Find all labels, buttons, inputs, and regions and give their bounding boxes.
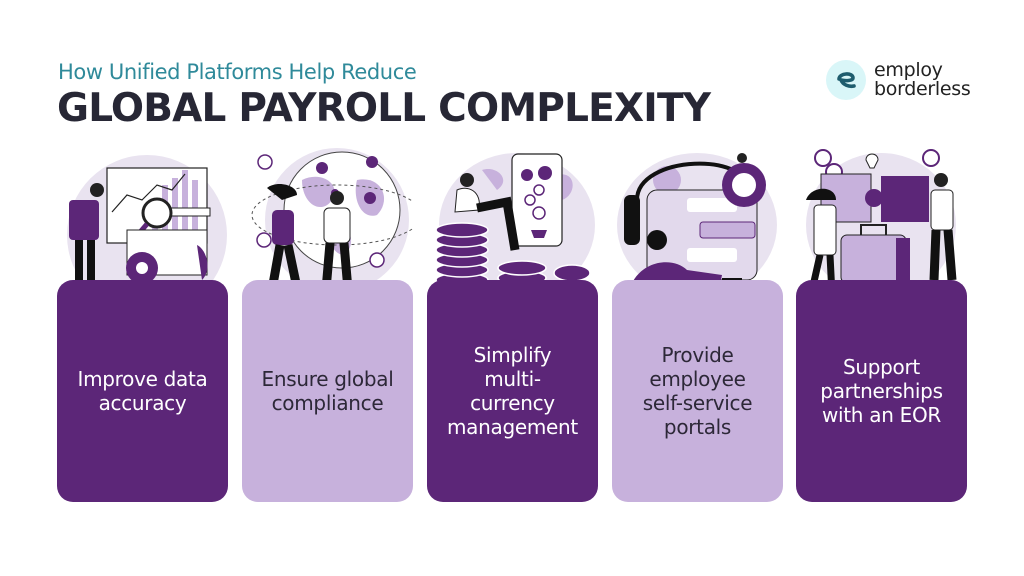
page-title: GLOBAL PAYROLL COMPLEXITY xyxy=(57,86,711,131)
brand-logo: employ borderless xyxy=(826,60,971,100)
analytics-magnifier-illustration xyxy=(67,155,227,300)
subtitle: How Unified Platforms Help Reduce xyxy=(58,60,417,84)
logo-text-borderless: borderless xyxy=(874,78,971,100)
e-letter-icon xyxy=(826,60,866,100)
coins-phone-illustration xyxy=(435,153,595,298)
globe-handshake-illustration xyxy=(251,148,413,292)
puzzle-briefcase-illustration xyxy=(806,149,957,297)
logo-text-employ: employ xyxy=(874,59,943,81)
headset-portal-illustration xyxy=(617,153,777,300)
